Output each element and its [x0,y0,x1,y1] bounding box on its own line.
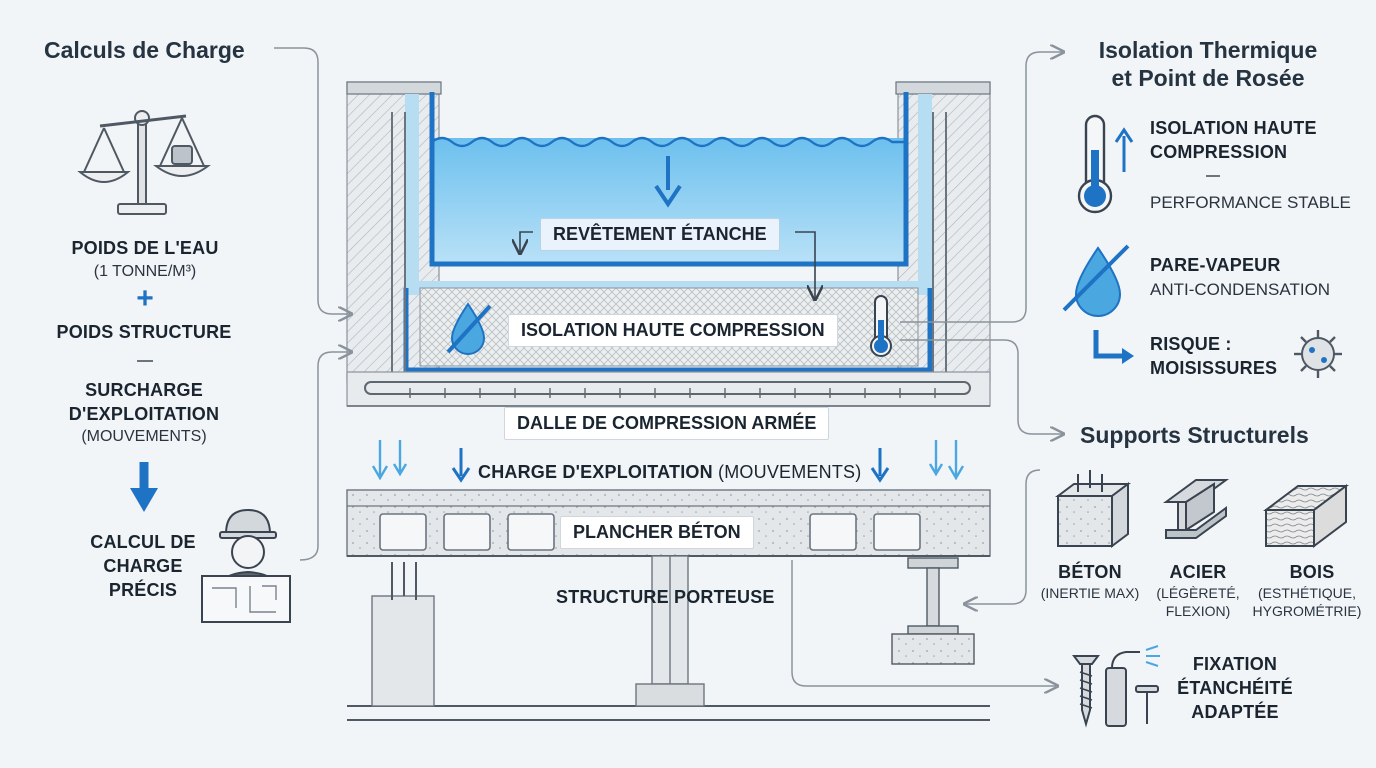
fixation-line2: ÉTANCHÉITÉ [1177,678,1293,698]
vapor-barrier-drop-icon [446,302,492,355]
plancher-label: PLANCHER BÉTON [560,516,754,549]
water-load-arrow [654,156,682,208]
engineer-with-blueprint-icon [201,508,291,623]
thermometer-icon [1077,114,1134,214]
dalle-label: DALLE DE COMPRESSION ARMÉE [504,407,830,440]
central-pillar [635,555,705,707]
thermal-title-line1: Isolation Thermique [1098,37,1318,63]
corner-arrow-icon [1093,330,1134,364]
support-beton-note: (INERTIE MAX) [1040,585,1140,601]
down-arrow-icon [130,462,158,512]
performance-label: PERFORMANCE STABLE [1150,193,1351,212]
steel-i-beam-icon [1162,479,1230,539]
surcharge-line1: SURCHARGE [85,380,203,400]
screw-icon [1072,655,1100,728]
load-arrows [371,440,965,481]
support-beton-name: BÉTON [1058,562,1122,582]
water-drop-slashed-icon [1062,244,1130,317]
thermal-iso-line2: COMPRESSION [1150,142,1288,162]
plus-sign: + [136,282,154,315]
calc-line3: PRÉCIS [108,580,178,600]
support-acier-note1: (LÉGÈRETÉ, [1156,585,1240,601]
center-thermometer-icon [870,295,892,357]
charge-label-note: (MOUVEMENTS) [718,462,862,482]
support-bois-note2: HYGROMÉTRIE) [1252,603,1362,619]
thermal-iso-line1: ISOLATION HAUTE [1150,118,1317,138]
wood-beam-icon [1263,484,1349,548]
fixation-line3: ADAPTÉE [1191,702,1279,722]
surcharge-note: (MOUVEMENTS) [81,428,207,445]
structure-weight-label: POIDS STRUCTURE [56,322,232,342]
supports-title: Supports Structurels [1080,422,1309,448]
water-density-note: (1 TONNE/M³) [93,263,197,280]
load-calc-title: Calculs de Charge [44,37,245,63]
support-bois-note1: (ESTHÉTIQUE, [1257,585,1356,601]
mold-spore-icon [1294,330,1342,378]
structure-label: STRUCTURE PORTEUSE [556,587,775,607]
support-acier-note2: FLEXION) [1165,603,1231,619]
charge-label-text: CHARGE D'EXPLOITATION [478,462,713,482]
thermal-title-line2: et Point de Rosée [1111,65,1305,91]
nail-icon [1135,685,1159,724]
concrete-block-icon [1055,470,1131,548]
thermal-dash [1206,175,1220,177]
concrete-column [371,562,435,707]
charge-label: CHARGE D'EXPLOITATION (MOUVEMENTS) [478,462,861,483]
separator-dash [137,360,153,362]
moisissures-label: MOISISSURES [1150,358,1278,378]
calc-line2: CHARGE [103,556,183,576]
fixation-line1: FIXATION [1192,654,1278,674]
surcharge-line2: D'EXPLOITATION [68,404,220,424]
balance-scale-icon [77,110,211,215]
steel-column [891,557,975,665]
calc-line1: CALCUL DE [90,532,196,552]
support-acier-name: ACIER [1169,562,1227,582]
sealant-gun-icon [1105,645,1160,727]
water-weight-label: POIDS DE L'EAU [71,238,219,258]
revetement-label: REVÊTEMENT ÉTANCHE [540,218,780,251]
risque-label: RISQUE : [1150,334,1232,354]
isolation-label: ISOLATION HAUTE COMPRESSION [508,314,838,347]
support-bois-name: BOIS [1289,562,1335,582]
anti-condensation-label: ANTI-CONDENSATION [1150,280,1331,299]
pare-vapeur-label: PARE-VAPEUR [1150,255,1281,275]
